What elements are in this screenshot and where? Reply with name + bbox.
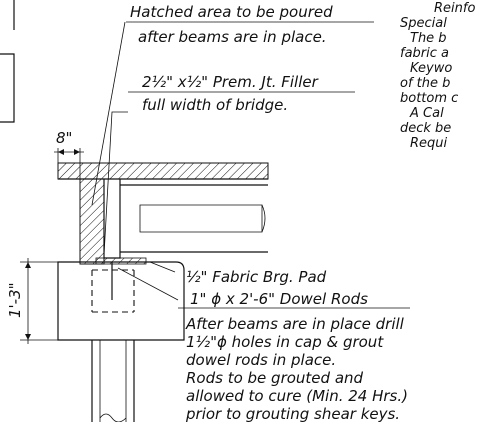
side-note-1: Reinfo <box>434 1 475 16</box>
filler-note-line1: 2½" x½" Prem. Jt. Filler <box>142 73 319 91</box>
dim-top-arrows <box>58 149 80 155</box>
side-note-7: bottom c <box>400 91 458 106</box>
filler-note-line2: full width of bridge. <box>142 96 288 114</box>
dowel-instr-2: 1½"ϕ holes in cap & grout <box>186 333 384 351</box>
dim-top-label: 8" <box>56 129 72 147</box>
side-note-5: Keywo <box>410 61 452 76</box>
dowel-note: 1" ϕ x 2'-6" Dowel Rods <box>190 290 368 308</box>
dowel-instr-6: prior to grouting shear keys. <box>185 405 400 422</box>
dashed-pile <box>91 269 135 313</box>
dowel-instr-5: allowed to cure (Min. 24 Hrs.) <box>186 387 408 405</box>
side-note-2: Special <box>400 16 447 31</box>
dowel-instr-4: Rods to be grouted and <box>186 369 364 387</box>
pad-note: ½" Fabric Brg. Pad <box>186 268 327 286</box>
side-note-3: The b <box>410 31 447 46</box>
hatched-pour-area <box>79 178 105 265</box>
pier-cap <box>57 261 185 341</box>
beam-flanges <box>120 184 268 253</box>
leader-filler <box>103 111 128 256</box>
dowel-instr-1: After beams are in place drill <box>185 315 405 333</box>
column-break <box>99 413 127 422</box>
side-note-4: fabric a <box>400 46 449 61</box>
bearing-pad <box>95 257 147 265</box>
hatched-note-line2: after beams are in place. <box>138 28 327 46</box>
leader-pad <box>149 261 176 273</box>
side-note-8: A Cal <box>409 106 444 121</box>
beam-break <box>261 204 266 233</box>
side-note-9: deck be <box>400 121 451 136</box>
leader-dowel <box>117 267 179 301</box>
beam-void <box>139 204 263 233</box>
dowel-instr-3: dowel rods in place. <box>186 351 336 369</box>
side-note-10: Requi <box>410 136 448 151</box>
side-note-6: of the b <box>400 76 450 91</box>
deck-slab-hatched <box>57 162 269 180</box>
dim-side-label: 1'-3" <box>6 282 24 318</box>
hatched-note-line1: Hatched area to be poured <box>130 3 333 21</box>
leader-hatched <box>91 21 126 206</box>
edge-box <box>0 53 15 123</box>
